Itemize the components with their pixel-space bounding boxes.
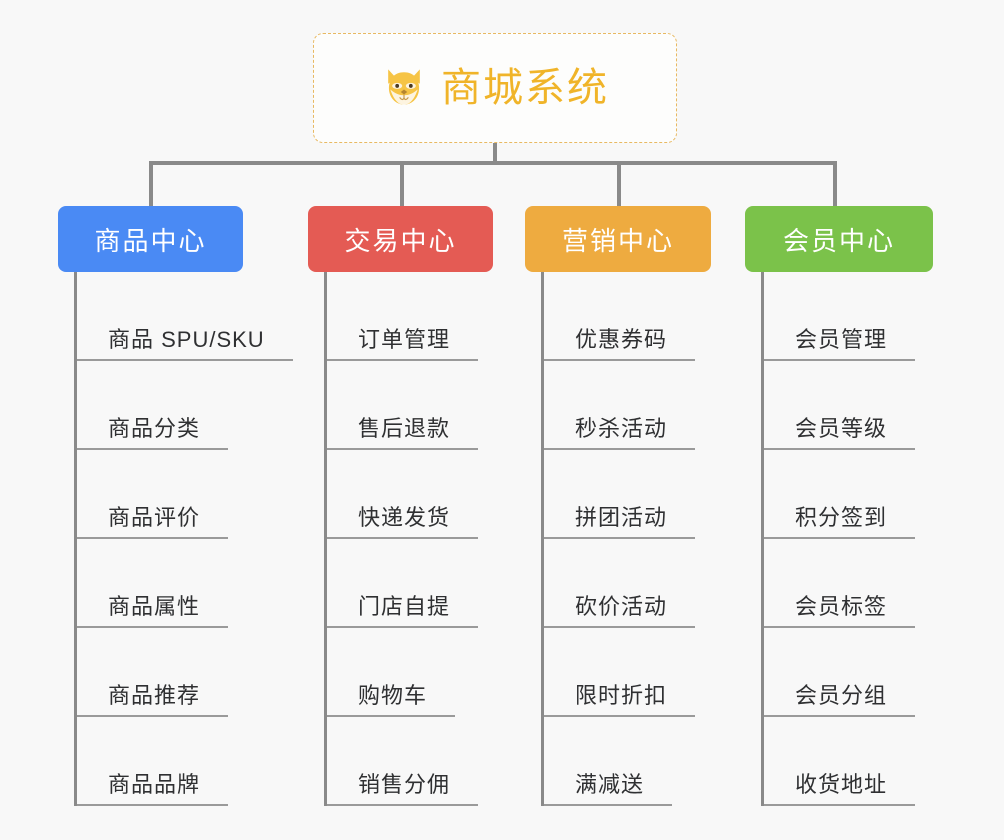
connector-drop-marketing-center xyxy=(617,161,621,206)
list-item[interactable]: 优惠券码 xyxy=(544,272,711,361)
list-item[interactable]: 商品品牌 xyxy=(77,717,293,806)
leaf-list-member-center: 会员管理 会员等级 积分签到 会员标签 会员分组 收货地址 xyxy=(761,272,933,806)
branch-trade-center: 交易中心 订单管理 售后退款 快递发货 门店自提 购物车 销售分佣 xyxy=(308,206,493,806)
leaf-label: 售后退款 xyxy=(327,416,479,450)
leaf-label: 门店自提 xyxy=(327,594,479,628)
leaf-label: 会员分组 xyxy=(764,683,916,717)
list-item[interactable]: 收货地址 xyxy=(764,717,933,806)
connector-drop-product-center xyxy=(149,161,153,206)
leaf-label: 优惠券码 xyxy=(544,327,696,361)
leaf-label: 商品分类 xyxy=(77,416,229,450)
leaf-list-marketing-center: 优惠券码 秒杀活动 拼团活动 砍价活动 限时折扣 满减送 xyxy=(541,272,711,806)
list-item[interactable]: 会员分组 xyxy=(764,628,933,717)
leaf-label: 商品品牌 xyxy=(77,772,229,806)
list-item[interactable]: 会员等级 xyxy=(764,361,933,450)
list-item[interactable]: 商品属性 xyxy=(77,539,293,628)
leaf-label: 会员标签 xyxy=(764,594,916,628)
list-item[interactable]: 商品推荐 xyxy=(77,628,293,717)
leaf-label: 砍价活动 xyxy=(544,594,696,628)
list-item[interactable]: 满减送 xyxy=(544,717,711,806)
leaf-list-product-center: 商品 SPU/SKU 商品分类 商品评价 商品属性 商品推荐 商品品牌 xyxy=(74,272,293,806)
leaf-label: 会员等级 xyxy=(764,416,916,450)
list-item[interactable]: 会员标签 xyxy=(764,539,933,628)
leaf-label: 订单管理 xyxy=(327,327,479,361)
leaf-label: 快递发货 xyxy=(327,505,479,539)
list-item[interactable]: 商品评价 xyxy=(77,450,293,539)
list-item[interactable]: 积分签到 xyxy=(764,450,933,539)
list-item[interactable]: 会员管理 xyxy=(764,272,933,361)
leaf-label: 商品评价 xyxy=(77,505,229,539)
leaf-label: 商品推荐 xyxy=(77,683,229,717)
leaf-label: 会员管理 xyxy=(764,327,916,361)
connector-drop-trade-center xyxy=(400,161,404,206)
list-item[interactable]: 订单管理 xyxy=(327,272,493,361)
list-item[interactable]: 售后退款 xyxy=(327,361,493,450)
leaf-label: 限时折扣 xyxy=(544,683,696,717)
list-item[interactable]: 快递发货 xyxy=(327,450,493,539)
leaf-list-trade-center: 订单管理 售后退款 快递发货 门店自提 购物车 销售分佣 xyxy=(324,272,493,806)
list-item[interactable]: 门店自提 xyxy=(327,539,493,628)
root-title: 商城系统 xyxy=(441,66,609,110)
list-item[interactable]: 商品 SPU/SKU xyxy=(77,272,293,361)
leaf-label: 商品 SPU/SKU xyxy=(77,327,293,361)
leaf-label: 销售分佣 xyxy=(327,772,479,806)
list-item[interactable]: 销售分佣 xyxy=(327,717,493,806)
branch-header-product-center[interactable]: 商品中心 xyxy=(58,206,243,272)
list-item[interactable]: 砍价活动 xyxy=(544,539,711,628)
branch-header-member-center[interactable]: 会员中心 xyxy=(745,206,933,272)
leaf-label: 拼团活动 xyxy=(544,505,696,539)
list-item[interactable]: 秒杀活动 xyxy=(544,361,711,450)
leaf-label: 满减送 xyxy=(544,772,673,806)
list-item[interactable]: 限时折扣 xyxy=(544,628,711,717)
list-item[interactable]: 拼团活动 xyxy=(544,450,711,539)
connector-root-stem xyxy=(493,143,497,165)
leaf-label: 秒杀活动 xyxy=(544,416,696,450)
connector-drop-member-center xyxy=(833,161,837,206)
connector-horizontal-bus xyxy=(149,161,837,165)
root-node[interactable]: 商城系统 xyxy=(313,33,677,143)
list-item[interactable]: 商品分类 xyxy=(77,361,293,450)
leaf-label: 积分签到 xyxy=(764,505,916,539)
list-item[interactable]: 购物车 xyxy=(327,628,493,717)
leaf-label: 商品属性 xyxy=(77,594,229,628)
branch-product-center: 商品中心 商品 SPU/SKU 商品分类 商品评价 商品属性 商品推荐 商品品牌 xyxy=(58,206,293,806)
shiba-dog-face-icon xyxy=(388,69,420,105)
branch-header-marketing-center[interactable]: 营销中心 xyxy=(525,206,711,272)
branch-member-center: 会员中心 会员管理 会员等级 积分签到 会员标签 会员分组 收货地址 xyxy=(745,206,933,806)
branch-marketing-center: 营销中心 优惠券码 秒杀活动 拼团活动 砍价活动 限时折扣 满减送 xyxy=(525,206,711,806)
branch-header-trade-center[interactable]: 交易中心 xyxy=(308,206,493,272)
leaf-label: 购物车 xyxy=(327,683,456,717)
leaf-label: 收货地址 xyxy=(764,772,916,806)
